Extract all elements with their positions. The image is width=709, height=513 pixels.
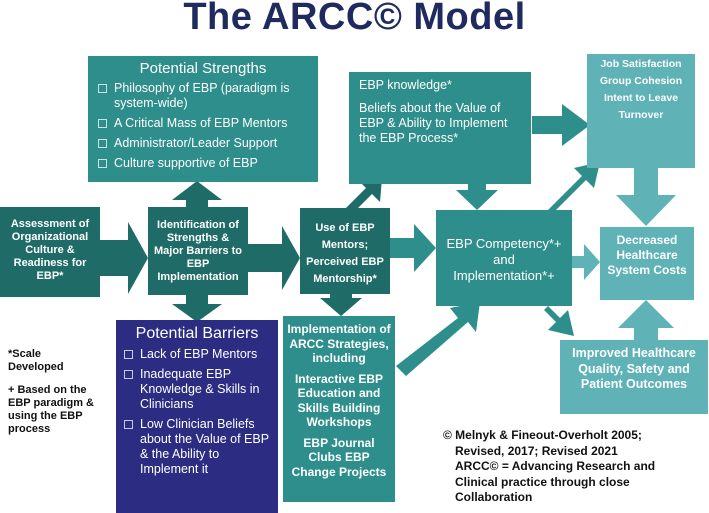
implementation-box: Implementation of ARCC Strategies, inclu… bbox=[283, 316, 395, 502]
assessment-box: Assessment of Organizational Culture & R… bbox=[0, 207, 100, 297]
arrow-to-barriers bbox=[172, 293, 222, 322]
journal-clubs-text: EBP Journal Clubs EBP Change Projects bbox=[291, 435, 387, 479]
staff-outcomes-box: Job Satisfaction Group Cohesion Intent t… bbox=[587, 54, 695, 168]
arrow-to-strengths bbox=[172, 181, 222, 207]
outcome-item: Intent to Leave bbox=[603, 92, 679, 104]
barrier-item: Inadequate EBP Knowledge & Skills in Cli… bbox=[122, 367, 272, 412]
mentors-box: Use of EBP Mentors; Perceived EBP Mentor… bbox=[300, 208, 390, 294]
citation-line: Revised, 2017; Revised 2021 bbox=[455, 443, 618, 458]
decreased-costs-box: Decreased Healthcare System Costs bbox=[600, 227, 694, 300]
paradigm-note: + Based on the EBP paradigm & using the … bbox=[8, 384, 94, 435]
outcome-item: Group Cohesion bbox=[599, 75, 683, 87]
arrow-assessment-to-identification bbox=[100, 222, 148, 294]
arrow-competency-to-costs bbox=[572, 244, 600, 280]
implementation-text: Implementation of ARCC Strategies, inclu… bbox=[287, 322, 391, 365]
beliefs-text: Beliefs about the Value of EBP & Ability… bbox=[359, 101, 508, 145]
barrier-item: Lack of EBP Mentors bbox=[122, 347, 272, 362]
arrow-outcomes-to-costs bbox=[616, 168, 676, 226]
arrow-competency-to-outcomes bbox=[544, 162, 600, 218]
citation-line: Clinical practice through close bbox=[455, 474, 630, 489]
outcome-item: Job Satisfaction bbox=[600, 58, 682, 70]
citation-line: Collaboration bbox=[455, 490, 533, 504]
improved-quality-box: Improved Healthcare Quality, Safety and … bbox=[560, 340, 708, 414]
potential-barriers-list: Lack of EBP Mentors Inadequate EBP Knowl… bbox=[122, 347, 272, 477]
arrow-quality-to-costs bbox=[618, 300, 674, 340]
potential-barriers-box: Potential Barriers Lack of EBP Mentors I… bbox=[116, 320, 278, 513]
competency-box: EBP Competency*+ and Implementation*+ bbox=[436, 210, 572, 306]
arrow-identification-to-mentors bbox=[248, 226, 300, 290]
arrow-mentors-to-knowledge bbox=[344, 178, 382, 216]
arrow-knowledge-to-competency bbox=[456, 183, 498, 210]
outcome-item: Turnover bbox=[618, 109, 664, 121]
strength-item: Administrator/Leader Support bbox=[96, 136, 310, 151]
arrow-implementation-to-competency bbox=[396, 302, 480, 376]
citation-line: ARCC© = Advancing Research and bbox=[455, 459, 656, 473]
strength-item: A Critical Mass of EBP Mentors bbox=[96, 116, 310, 131]
arrow-mentors-to-competency bbox=[390, 224, 436, 272]
citation-line: © Melnyk & Fineout-Overholt 2005; bbox=[443, 428, 642, 442]
arrow-competency-to-quality bbox=[544, 306, 574, 336]
workshops-text: Interactive EBP Education and Skills Bui… bbox=[294, 371, 384, 430]
potential-strengths-list: Philosophy of EBP (paradigm is system-wi… bbox=[96, 81, 310, 171]
mentors-text: Use of EBP Mentors; Perceived EBP Mentor… bbox=[306, 222, 384, 285]
strength-item: Philosophy of EBP (paradigm is system-wi… bbox=[96, 81, 310, 111]
assessment-text: Assessment of Organizational Culture & R… bbox=[10, 218, 90, 282]
decreased-costs-text: Decreased Healthcare System Costs bbox=[607, 233, 687, 277]
potential-strengths-header: Potential Strengths bbox=[139, 60, 267, 77]
potential-strengths-box: Potential Strengths Philosophy of EBP (p… bbox=[88, 56, 318, 182]
identification-text: Identification of Strengths & Major Barr… bbox=[153, 219, 243, 283]
citation: © Melnyk & Fineout-Overholt 2005; Revise… bbox=[443, 428, 709, 506]
strength-item: Culture supportive of EBP bbox=[96, 156, 310, 171]
barrier-item: Low Clinician Beliefs about the Value of… bbox=[122, 417, 272, 477]
knowledge-text: EBP knowledge* bbox=[359, 78, 452, 92]
competency-text: EBP Competency*+ and Implementation*+ bbox=[446, 236, 562, 283]
arrow-knowledge-to-outcomes bbox=[532, 104, 590, 146]
improved-quality-text: Improved Healthcare Quality, Safety and … bbox=[572, 346, 696, 391]
scale-note: *Scale Developed bbox=[8, 348, 64, 373]
knowledge-beliefs-box: EBP knowledge* Beliefs about the Value o… bbox=[349, 72, 531, 184]
diagram-title: The ARCC© Model bbox=[183, 0, 526, 38]
potential-barriers-header: Potential Barriers bbox=[135, 325, 259, 342]
identification-box: Identification of Strengths & Major Barr… bbox=[148, 207, 248, 295]
arrow-to-implementation bbox=[320, 292, 362, 316]
